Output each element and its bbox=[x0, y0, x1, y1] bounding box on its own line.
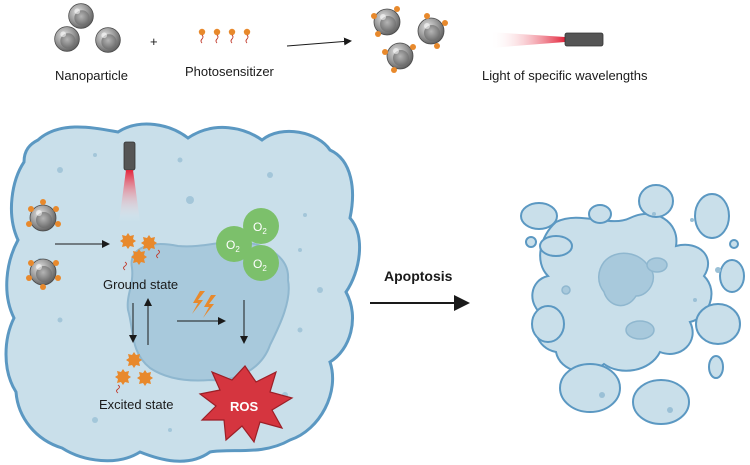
photosensitizer-icon bbox=[141, 235, 157, 251]
apoptotic-nucleus bbox=[561, 252, 668, 340]
apoptotic-debris bbox=[599, 212, 721, 413]
ros-burst-icon bbox=[198, 365, 294, 444]
plus-sign: + bbox=[150, 34, 158, 49]
oxygen-label: O bbox=[253, 257, 262, 271]
photosensitizer-label: Photosensitizer bbox=[185, 64, 275, 79]
ground-state-photosensitizers bbox=[120, 233, 160, 271]
svg-text:O2: O2 bbox=[226, 238, 240, 254]
incoming-nanoparticles bbox=[26, 199, 61, 290]
ros-label: ROS bbox=[230, 399, 259, 414]
oxygen-molecule-icon bbox=[243, 245, 279, 281]
oxygen-molecules: O2 O2 O2 bbox=[216, 208, 279, 281]
photosensitizer-icon bbox=[137, 370, 153, 386]
apoptotic-cell-icon bbox=[520, 184, 745, 425]
combine-arrow bbox=[286, 37, 352, 47]
photosensitizer-icon bbox=[115, 369, 131, 385]
oxygen-subscript: 2 bbox=[262, 264, 267, 273]
ground-state-label: Ground state bbox=[103, 277, 178, 292]
nanoparticle-icon bbox=[68, 3, 94, 29]
excited-state-label: Excited state bbox=[99, 397, 173, 412]
laser-pointer-icon bbox=[119, 141, 140, 222]
loaded-nanoparticle-icon bbox=[26, 199, 61, 232]
laser-pointer-icon bbox=[490, 32, 604, 48]
loaded-nanoparticle-icon bbox=[26, 258, 61, 290]
oxygen-label: O bbox=[253, 220, 262, 234]
apoptosis-label: Apoptosis bbox=[384, 268, 453, 284]
svg-text:O2: O2 bbox=[253, 220, 267, 236]
svg-text:O2: O2 bbox=[253, 257, 267, 273]
oxygen-subscript: 2 bbox=[262, 227, 267, 236]
photosensitizer-icon bbox=[131, 249, 147, 265]
nanoparticle-icon bbox=[54, 26, 80, 52]
loaded-nanoparticle-icon bbox=[417, 13, 448, 49]
oxygen-label: O bbox=[226, 238, 235, 252]
lightning-icon bbox=[192, 291, 216, 318]
light-label: Light of specific wavelengths bbox=[482, 68, 648, 83]
oxygen-molecule-icon bbox=[216, 226, 252, 262]
loaded-nanoparticle-group bbox=[371, 6, 448, 73]
photosensitizer-icon bbox=[228, 28, 236, 44]
photosensitizer-icon bbox=[213, 28, 221, 44]
excited-state-photosensitizers bbox=[115, 352, 153, 394]
photosensitizer-icon bbox=[198, 28, 206, 44]
photosensitizer-icon bbox=[243, 28, 251, 44]
loaded-nanoparticle-icon bbox=[371, 6, 401, 37]
photosensitizer-icon bbox=[126, 352, 142, 368]
nanoparticle-icon bbox=[95, 27, 121, 53]
photosensitizer-icon bbox=[120, 233, 136, 249]
photosensitizer-group bbox=[198, 28, 251, 44]
nanoparticle-label: Nanoparticle bbox=[55, 68, 128, 83]
loaded-nanoparticle-icon bbox=[382, 42, 416, 73]
nanoparticle-group bbox=[54, 3, 121, 53]
oxygen-molecule-icon bbox=[243, 208, 279, 244]
oxygen-subscript: 2 bbox=[235, 245, 240, 254]
